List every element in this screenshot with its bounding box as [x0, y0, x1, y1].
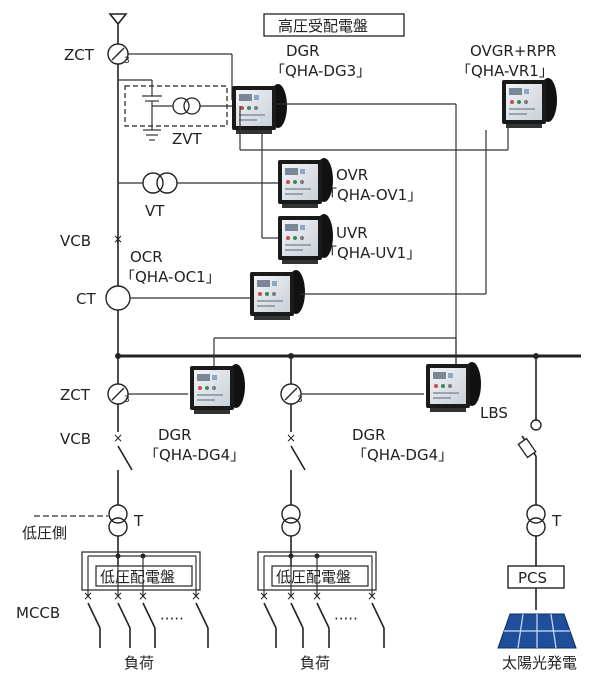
- t-left-label: T: [133, 512, 144, 530]
- zvt-label: ZVT: [172, 130, 203, 148]
- relay-dg4-right-model: 「QHA-DG4」: [352, 446, 453, 464]
- lv-panel-2-label: 低圧配電盤: [276, 568, 351, 586]
- relay-vr1-type: OVGR+RPR: [470, 42, 556, 60]
- vcb-bottom-label: VCB: [60, 430, 91, 448]
- feeder-1: 3 ZCT VCB × T 低圧側: [22, 356, 144, 566]
- relay-ov1-model: 「QHA-OV1」: [322, 186, 422, 204]
- relay-dg4-right-icon: [426, 362, 481, 412]
- lbs-icon: [530, 419, 542, 431]
- relay-oc1-icon: [250, 270, 305, 320]
- relay-wiring: [239, 103, 509, 364]
- mccb-group-1: MCCB × × × × ····· 負荷: [16, 589, 209, 672]
- vcb-top-x-icon: ×: [113, 232, 123, 246]
- svg-text:×: ×: [113, 589, 123, 603]
- mccb-label: MCCB: [16, 604, 60, 622]
- zct-feeder2-digit: 3: [297, 395, 303, 405]
- lv-panel-2: 低圧配電盤: [257, 551, 377, 596]
- relay-dg4-left-model: 「QHA-DG4」: [144, 446, 245, 464]
- relay-oc1-type: OCR: [130, 248, 163, 266]
- vcb-feeder1-x-icon: ×: [113, 431, 123, 445]
- relay-ov1-type: OVR: [336, 166, 368, 184]
- relay-uv1-model: 「QHA-UV1」: [322, 244, 421, 262]
- ct-label: CT: [76, 290, 96, 308]
- solar-feeder: LBS T PCS 太陽光発電: [480, 356, 577, 672]
- mccb-dots-2: ·····: [334, 610, 358, 628]
- panel-title: 高圧受配電盤: [278, 17, 368, 35]
- lv-panel-1: 低圧配電盤: [81, 551, 201, 596]
- svg-text:×: ×: [138, 589, 148, 603]
- relay-dg4-right-type: DGR: [352, 426, 386, 444]
- zct-top-label: ZCT: [64, 46, 95, 64]
- relay-dg4-left-icon: [190, 364, 245, 414]
- mccb-group-2: × × × × ····· 負荷: [259, 589, 385, 672]
- t-right-label: T: [551, 512, 562, 530]
- lbs-label: LBS: [480, 404, 508, 422]
- lbs-fuse-icon: [517, 437, 537, 459]
- solar-label: 太陽光発電: [502, 654, 577, 672]
- incoming-section: 3 ZCT ZVT VT VCB × CT: [60, 13, 278, 356]
- low-voltage-side-label: 低圧側: [22, 524, 67, 542]
- relay-dg3-type: DGR: [286, 42, 320, 60]
- dg4-wiring: [128, 337, 457, 395]
- svg-text:×: ×: [83, 589, 93, 603]
- svg-text:×: ×: [191, 589, 201, 603]
- relay-oc1-model: 「QHA-OC1」: [120, 268, 221, 286]
- zct-top-digit: 3: [124, 56, 130, 66]
- pcs-label: PCS: [518, 569, 547, 587]
- svg-text:×: ×: [286, 589, 296, 603]
- solar-panel-icon: [497, 613, 577, 649]
- hv-panel-title-box: 高圧受配電盤: [263, 13, 405, 37]
- svg-text:×: ×: [259, 589, 269, 603]
- relay-vr1-icon: [502, 78, 557, 128]
- zct-bottom-label: ZCT: [60, 386, 91, 404]
- relay-vr1-model: 「QHA-VR1」: [456, 62, 554, 80]
- vcb-top-label: VCB: [60, 232, 91, 250]
- vt-label: VT: [145, 202, 165, 220]
- relay-dg4-left-type: DGR: [158, 426, 192, 444]
- svg-text:×: ×: [367, 589, 377, 603]
- feeder-2: 3 ×: [280, 356, 306, 566]
- mccb-dots-1: ·····: [160, 610, 184, 628]
- relay-dg3-model: 「QHA-DG3」: [270, 62, 371, 80]
- relay-uv1-type: UVR: [336, 224, 368, 242]
- lv-panel-1-label: 低圧配電盤: [100, 568, 175, 586]
- load-2-label: 負荷: [300, 654, 330, 672]
- ct-icon: [105, 285, 131, 311]
- incoming-terminal-icon: [108, 13, 128, 26]
- zct-feeder1-digit: 3: [124, 395, 130, 405]
- load-1-label: 負荷: [124, 654, 154, 672]
- vcb-feeder2-x-icon: ×: [286, 431, 296, 445]
- svg-text:×: ×: [312, 589, 322, 603]
